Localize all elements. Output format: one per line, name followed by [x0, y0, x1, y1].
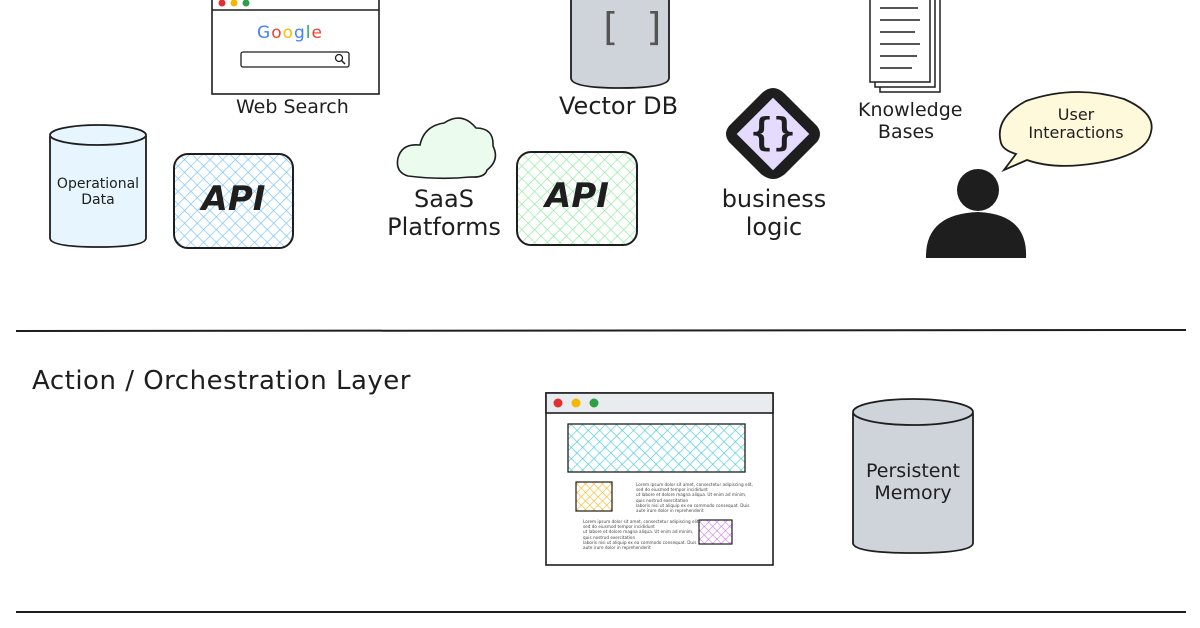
user-icon [925, 169, 1027, 258]
vector-db-cylinder [570, 0, 670, 89]
window-dot-red [218, 0, 226, 7]
layer-title: Action / Orchestration Layer [32, 366, 411, 396]
business-logic-label: business logic [721, 185, 827, 241]
persistent-memory-cylinder [852, 398, 974, 554]
google-letter: l [305, 23, 312, 43]
api-blue-label: API [201, 179, 266, 219]
mockup-dot-yellow [571, 398, 581, 408]
window-dot-yellow [230, 0, 238, 7]
mockup-dot-red [553, 398, 563, 408]
api-green-box [516, 151, 638, 246]
google-letter: G [257, 23, 272, 43]
vector-db-label: Vector DB [559, 92, 679, 120]
api-green-label: API [545, 176, 609, 216]
saas-platforms-label: SaaS Platforms [387, 185, 501, 241]
google-letter: e [311, 23, 323, 43]
knowledge-bases-stack [869, 0, 941, 93]
vector-bracket-icon: [ ] [598, 5, 667, 49]
user-interactions-label: User Interactions [1028, 105, 1124, 143]
speech-bubble [998, 91, 1153, 173]
cloud-icon [396, 117, 497, 180]
web-search-window [211, 0, 380, 95]
mockup-card-purple [698, 519, 733, 545]
google-letter: o [271, 23, 283, 43]
mockup-dot-green [589, 398, 599, 408]
window-dot-green [242, 0, 250, 7]
google-letter: g [294, 23, 306, 43]
top-divider [15, 329, 1187, 332]
mockup-text-block-2: Lorem ipsum dolor sit amet, consectetur … [583, 519, 700, 551]
ui-mockup-window [545, 392, 774, 566]
mockup-text-block-1: Lorem ipsum dolor sit amet, consectetur … [636, 482, 753, 514]
web-search-label: Web Search [236, 96, 349, 118]
google-logo: Google [257, 23, 323, 44]
braces-icon: {} [750, 110, 796, 154]
search-box [240, 51, 350, 68]
magnifier-icon [334, 53, 346, 65]
operational-data-label: Operational Data [56, 176, 140, 209]
api-blue-box [173, 153, 294, 249]
business-logic-diamond [726, 88, 820, 179]
mockup-card-yellow [575, 481, 613, 512]
google-letter: o [282, 23, 294, 43]
knowledge-bases-label: Knowledge Bases [858, 99, 963, 143]
persistent-memory-label: Persistent Memory [866, 460, 960, 504]
operational-data-cylinder [49, 124, 147, 248]
